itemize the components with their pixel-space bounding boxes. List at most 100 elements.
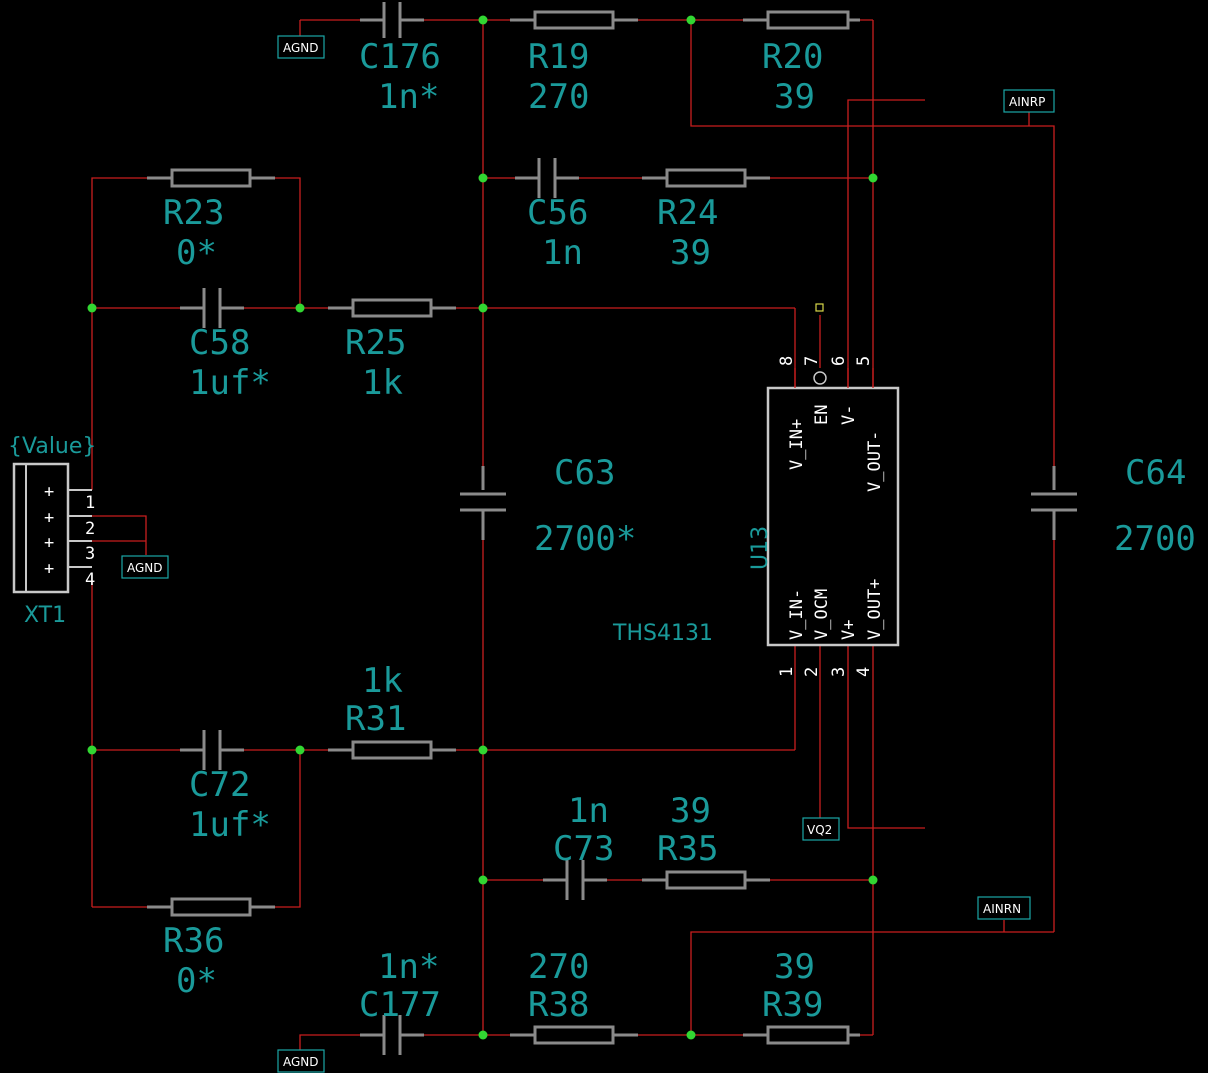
r20-resistor[interactable] [743,10,860,30]
net-vq2-text: VQ2 [807,823,832,837]
r36-ref: R36 [163,921,224,961]
r20-ref: R20 [762,37,823,77]
r38-value: 270 [528,947,589,987]
net-ainrn-text: AINRN [983,902,1021,916]
resistors [147,10,860,1045]
r35-ref: R35 [657,829,718,869]
c63-value: 2700* [534,519,636,559]
c56-ref: C56 [527,193,588,233]
c56-value: 1n [542,233,583,273]
c176-value: 1n* [378,77,439,117]
c73-ref: C73 [553,829,614,869]
r39-value: 39 [774,947,815,987]
c73-value: 1n [568,791,609,831]
xt1-pin-3: 3 [85,544,95,564]
component-labels: C176 1n* R19 270 R20 39 R23 0* C56 1n R2… [163,37,1196,1025]
r39-ref: R39 [762,985,823,1025]
u13-part-label: THS4131 [612,621,713,646]
r19-value: 270 [528,77,589,117]
u13-pin-4-name: V_OUT+ [865,579,885,640]
r36-resistor[interactable] [147,897,275,917]
net-agnd-bottom-text: AGND [283,1055,319,1069]
u13-pin-1-name: V_IN- [787,589,807,640]
xt1-plus-2: + [44,508,54,528]
c73-capacitor[interactable] [543,860,607,900]
xt1-plus-3: + [44,533,54,553]
r19-ref: R19 [528,37,589,77]
c64-value: 2700 [1114,519,1196,559]
u13-pin-6-num: 6 [829,356,849,366]
net-ainrp-text: AINRP [1009,95,1045,109]
xt1-value-label: {Value} [8,434,96,459]
c58-ref: C58 [189,323,250,363]
u13-ic[interactable]: 8 7 6 5 V_IN+ EN V- V_OUT- V_IN- V_OCM V… [766,303,900,677]
net-agnd-top-text: AGND [283,41,319,55]
r25-resistor[interactable] [328,298,456,318]
c56-capacitor[interactable] [515,158,579,198]
u13-pin-1-num: 1 [777,667,797,677]
c58-value: 1uf* [189,363,271,403]
c58-capacitor[interactable] [180,288,244,328]
net-label-ainrn[interactable]: AINRN [977,896,1031,920]
net-label-agnd-bottom[interactable]: AGND [277,1049,325,1073]
u13-pin-8-num: 8 [777,356,797,366]
c63-ref: C63 [554,453,615,493]
c72-ref: C72 [189,765,250,805]
r31-resistor[interactable] [328,740,456,760]
r25-ref: R25 [345,323,406,363]
c177-ref: C177 [359,985,441,1025]
c177-capacitor[interactable] [360,1015,424,1055]
u13-pin-8-name: V_IN+ [787,419,807,470]
u13-pin-3-name: V+ [839,620,859,640]
c72-value: 1uf* [189,805,271,845]
u13-pin-4-num: 4 [854,667,874,677]
r24-ref: R24 [657,193,718,233]
xt1-plus-1: + [44,482,54,502]
r25-value: 1k [362,363,403,403]
net-label-ainrp[interactable]: AINRP [1003,89,1055,113]
capacitors [180,2,1077,1055]
c64-capacitor[interactable] [1031,466,1077,540]
u13-pin-7-name: EN [812,405,832,425]
u13-ref-label: U13 [748,526,773,570]
u13-pin-5-name: V_OUT- [865,431,885,492]
u13-pin-2-num: 2 [802,667,822,677]
c63-capacitor[interactable] [460,466,506,540]
u13-pin-7-num: 7 [802,356,822,366]
r39-resistor[interactable] [743,1025,860,1045]
r35-value: 39 [670,791,711,831]
r20-value: 39 [774,77,815,117]
r19-resistor[interactable] [510,10,638,30]
u13-pin-5-num: 5 [854,356,874,366]
r23-resistor[interactable] [147,168,275,188]
xt1-pin-2: 2 [85,519,95,539]
r38-ref: R38 [528,985,589,1025]
r24-value: 39 [670,233,711,273]
en-inversion-bubble [813,371,827,385]
r24-resistor[interactable] [642,168,770,188]
c64-ref: C64 [1125,453,1186,493]
r35-resistor[interactable] [642,870,770,890]
r31-ref: R31 [345,699,406,739]
junctions [87,15,878,1040]
c72-capacitor[interactable] [180,730,244,770]
net-agnd-xt-text: AGND [127,561,163,575]
c176-capacitor[interactable] [360,2,424,38]
r36-value: 0* [176,961,217,1001]
u13-pin-3-num: 3 [829,667,849,677]
r23-value: 0* [176,233,217,273]
net-label-agnd-top[interactable]: AGND [277,35,325,59]
c176-ref: C176 [359,37,441,77]
c177-value: 1n* [378,947,439,987]
xt1-pin-4: 4 [85,570,95,590]
u13-pin-6-name: V- [839,405,859,425]
xt1-plus-4: + [44,559,54,579]
net-label-vq2[interactable]: VQ2 [802,817,840,841]
r38-resistor[interactable] [510,1025,638,1045]
u13-pin-2-name: V_OCM [812,589,832,640]
xt1-pin-1: 1 [85,493,95,513]
connector-xt1[interactable]: + + + + 1 2 3 4 [12,462,95,594]
xt1-ref-label: XT1 [24,603,66,628]
net-label-agnd-xt[interactable]: AGND [121,555,169,579]
